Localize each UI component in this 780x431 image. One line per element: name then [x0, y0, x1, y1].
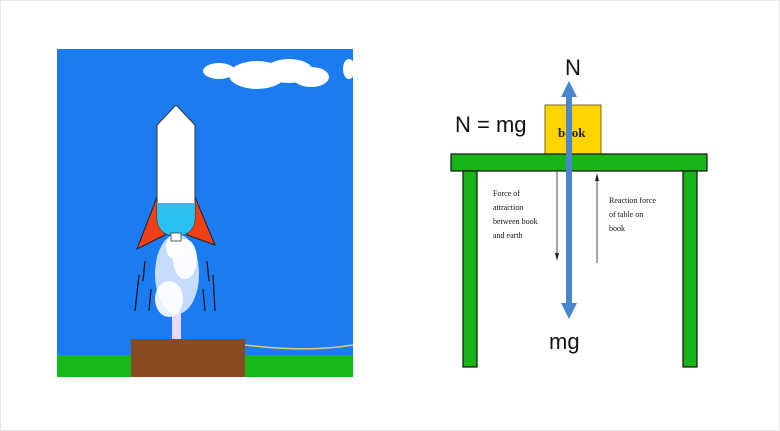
reaction-label-line-1: Reaction force [609, 196, 656, 205]
water-exhaust-spray [155, 234, 199, 341]
normal-force-arrow [561, 81, 577, 319]
attraction-label-line-2: attraction [493, 203, 523, 212]
table-top [450, 153, 708, 172]
attraction-label-line-4: and earth [493, 231, 523, 240]
launch-pad [131, 339, 245, 377]
sky-background [57, 49, 353, 377]
motion-lines [134, 260, 216, 312]
normal-force-label: N [565, 55, 581, 80]
launch-wire [244, 344, 353, 350]
attraction-label-line-1: Force of [493, 189, 520, 198]
water-rocket-illustration [57, 49, 353, 377]
table-right-leg [682, 170, 698, 368]
cloud [203, 59, 353, 89]
reaction-label-line-2: of table on [609, 210, 643, 219]
table-left-leg [462, 170, 478, 368]
weight-force-label: mg [549, 329, 580, 354]
reaction-force-arrow [595, 173, 599, 263]
table-force-diagram: N N = mg book Force of attraction betwee… [450, 55, 708, 368]
rocket-nozzle [170, 232, 182, 242]
reaction-force-text: Reaction force of table on book [609, 196, 658, 233]
reaction-label-line-3: book [609, 224, 625, 233]
book-label: book [558, 125, 586, 140]
book [544, 104, 602, 156]
attraction-force-label: Force of attraction between book and ear… [493, 189, 540, 240]
equilibrium-equation: N = mg [455, 112, 527, 137]
gravity-force-arrow [555, 171, 559, 261]
attraction-label-line-3: between book [493, 217, 538, 226]
rocket-water [157, 203, 195, 235]
